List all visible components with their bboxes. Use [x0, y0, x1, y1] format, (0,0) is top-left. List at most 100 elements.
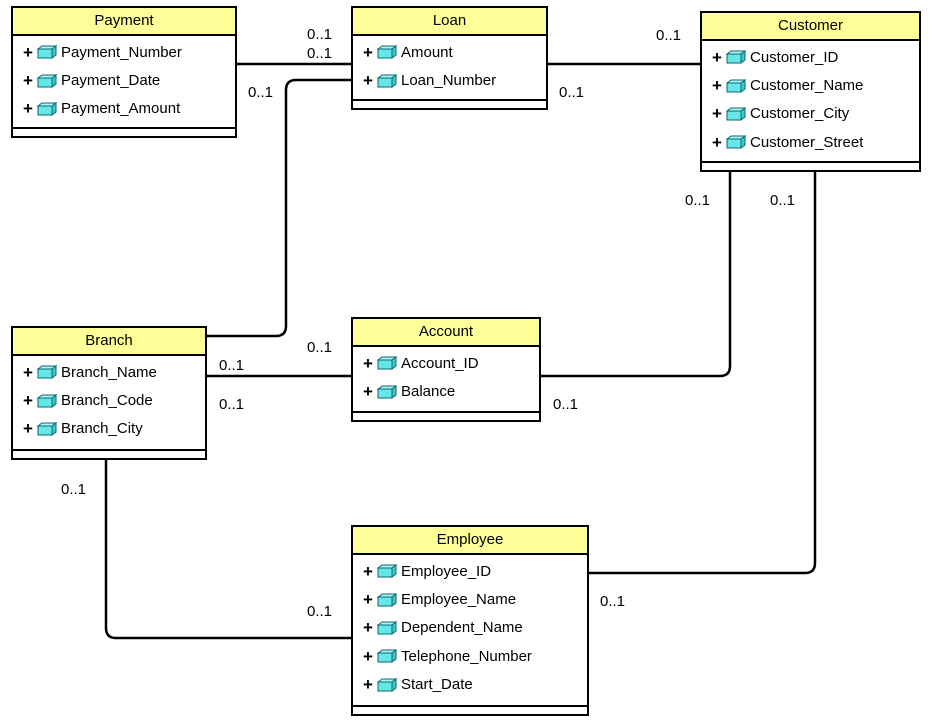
public-visibility-icon: + [23, 71, 33, 91]
attribute-name: Payment_Date [61, 72, 161, 90]
multiplicity-label: 0..1 [307, 26, 333, 43]
class-payment[interactable]: Payment + Payment_Number + Payment_Date + Pay… [11, 6, 237, 138]
multiplicity-label: 0..1 [600, 593, 626, 610]
public-visibility-icon: + [23, 99, 33, 119]
attribute-name: Branch_Code [61, 392, 153, 410]
public-visibility-icon: + [363, 618, 373, 638]
attribute-row[interactable]: +Customer_City [702, 100, 919, 128]
operations-compartment [353, 99, 546, 101]
attribute-name: Customer_Street [750, 133, 864, 151]
attribute-cube-icon [725, 78, 747, 93]
attribute-row[interactable]: +Customer_Street [702, 128, 919, 156]
attribute-cube-icon [376, 73, 398, 88]
attribute-name: Payment_Number [61, 43, 182, 61]
attribute-cube-icon [36, 45, 58, 60]
attribute-compartment: + Payment_Number + Payment_Date + Payment_Amo… [13, 36, 235, 123]
public-visibility-icon: + [712, 47, 722, 67]
public-visibility-icon: + [363, 71, 373, 91]
association-employee-customer [588, 171, 817, 575]
public-visibility-icon: + [363, 675, 373, 695]
operations-compartment [702, 161, 919, 163]
attribute-cube-icon [376, 620, 398, 635]
attribute-name: Employee_ID [401, 562, 492, 580]
public-visibility-icon: + [363, 382, 373, 402]
class-loan[interactable]: Loan + Amount +Loan_Number [351, 6, 548, 110]
attribute-cube-icon [376, 384, 398, 399]
association-account-customer [540, 171, 732, 378]
multiplicity-label: 0..1 [559, 84, 585, 101]
class-employee[interactable]: Employee +Employee_ID+Employee_Name+Depe… [351, 525, 589, 716]
multiplicity-label: 0..1 [685, 192, 711, 209]
attribute-name: Payment_Amount [61, 100, 181, 118]
attribute-name: Dependent_Name [401, 619, 523, 637]
attribute-cube-icon [36, 421, 58, 436]
class-name: Payment [13, 8, 235, 36]
public-visibility-icon: + [363, 353, 373, 373]
public-visibility-icon: + [363, 42, 373, 62]
attribute-name: Customer_ID [750, 48, 839, 66]
attribute-row[interactable]: + Payment_Number [13, 38, 235, 66]
class-name: Loan [353, 8, 546, 36]
attribute-cube-icon [376, 356, 398, 371]
attribute-row[interactable]: + Payment_Amount [13, 95, 235, 123]
attribute-compartment: + Amount +Loan_Number [353, 36, 546, 95]
multiplicity-label: 0..1 [307, 339, 333, 356]
attribute-row[interactable]: + Employee_ID [353, 557, 587, 585]
attribute-row[interactable]: +Loan_Number [353, 66, 546, 94]
attribute-cube-icon [36, 101, 58, 116]
multiplicity-label: 0..1 [553, 396, 579, 413]
attribute-row[interactable]: + Telephone_Number [353, 642, 587, 670]
attribute-cube-icon [36, 365, 58, 380]
class-name: Branch [13, 328, 205, 356]
attribute-cube-icon [36, 393, 58, 408]
attribute-compartment: + Customer_ID + Customer_Name +Customer_City… [702, 41, 919, 157]
attribute-name: Telephone_Number [401, 647, 532, 665]
attribute-row[interactable]: +Branch_Name [13, 358, 205, 386]
public-visibility-icon: + [23, 362, 33, 382]
operations-compartment [353, 411, 539, 413]
public-visibility-icon: + [363, 646, 373, 666]
operations-compartment [13, 127, 235, 129]
public-visibility-icon: + [363, 561, 373, 581]
class-name: Account [353, 319, 539, 347]
public-visibility-icon: + [23, 42, 33, 62]
attribute-row[interactable]: + Customer_ID [702, 43, 919, 71]
attribute-compartment: +Branch_Name+Branch_Code+Branch_City [13, 356, 205, 443]
attribute-row[interactable]: + Branch_Code [13, 386, 205, 414]
attribute-cube-icon [376, 45, 398, 60]
attribute-name: Customer_Name [750, 77, 864, 95]
attribute-name: Amount [401, 43, 453, 61]
class-customer[interactable]: Customer + Customer_ID + Customer_Name +Cust… [700, 11, 921, 172]
association-branch-employee [104, 460, 352, 640]
attribute-row[interactable]: +Account_ID [353, 349, 539, 377]
attribute-row[interactable]: +Employee_Name [353, 585, 587, 613]
attribute-row[interactable]: + Dependent_Name [353, 614, 587, 642]
attribute-name: Balance [401, 383, 456, 401]
operations-compartment [13, 449, 205, 451]
class-account[interactable]: Account +Account_ID+Balance [351, 317, 541, 422]
public-visibility-icon: + [712, 76, 722, 96]
multiplicity-label: 0..1 [61, 481, 87, 498]
multiplicity-label: 0..1 [219, 396, 245, 413]
attribute-row[interactable]: + Balance [353, 377, 539, 405]
class-branch[interactable]: Branch +Branch_Name+Branch_Code+Branch_C… [11, 326, 207, 460]
attribute-cube-icon [725, 50, 747, 65]
multiplicity-label: 0..1 [656, 27, 682, 44]
public-visibility-icon: + [23, 391, 33, 411]
attribute-row[interactable]: + Amount [353, 38, 546, 66]
attribute-name: Start_Date [401, 676, 473, 694]
attribute-row[interactable]: + Start_Date [353, 671, 587, 699]
public-visibility-icon: + [363, 590, 373, 610]
operations-compartment [353, 705, 587, 707]
multiplicity-label: 0..1 [307, 603, 333, 620]
multiplicity-label: 0..1 [307, 45, 333, 62]
attribute-cube-icon [36, 73, 58, 88]
class-name: Customer [702, 13, 919, 41]
association-loan-branch [206, 78, 352, 338]
attribute-name: Customer_City [750, 105, 850, 123]
attribute-name: Branch_City [61, 420, 143, 438]
attribute-row[interactable]: + Payment_Date [13, 66, 235, 94]
attribute-cube-icon [376, 564, 398, 579]
attribute-row[interactable]: + Customer_Name [702, 71, 919, 99]
attribute-row[interactable]: +Branch_City [13, 415, 205, 443]
